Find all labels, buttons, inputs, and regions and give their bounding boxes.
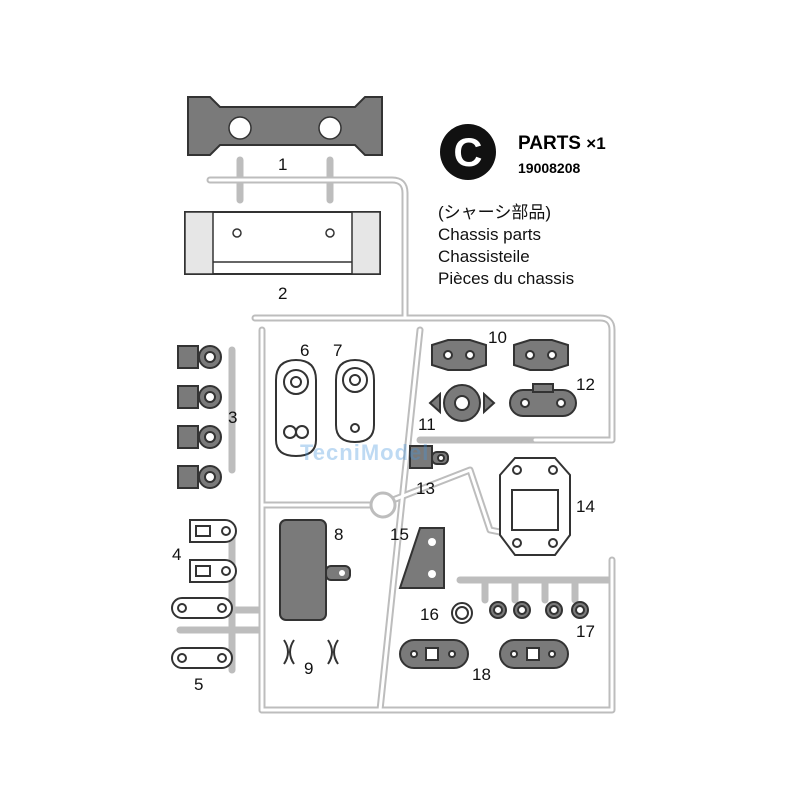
label-part-8: 8 xyxy=(334,525,343,544)
label-part-3: 3 xyxy=(228,408,237,427)
part-11 xyxy=(428,384,496,422)
part-4 xyxy=(189,519,237,583)
part-code: 19008208 xyxy=(518,160,581,176)
description-french: Pièces du chassis xyxy=(438,269,575,288)
label-part-7: 7 xyxy=(333,341,342,360)
label-part-12: 12 xyxy=(576,375,595,394)
parts-label: PARTS xyxy=(518,133,581,154)
part-16 xyxy=(451,602,473,624)
parts-heading: PARTS ×1 xyxy=(518,133,606,155)
part-13 xyxy=(409,445,449,469)
part-3 xyxy=(177,345,222,489)
parts-letter: C xyxy=(454,131,483,175)
label-part-16: 16 xyxy=(420,605,439,624)
parts-multiplier: ×1 xyxy=(586,134,606,153)
label-part-1: 1 xyxy=(278,155,287,174)
part-8 xyxy=(279,519,351,621)
part-6 xyxy=(275,358,317,458)
part-10 xyxy=(431,339,569,371)
part-12 xyxy=(509,383,577,417)
part-1 xyxy=(187,96,383,156)
label-part-4: 4 xyxy=(172,545,181,564)
part-2 xyxy=(184,211,381,275)
runner-hub xyxy=(369,491,397,519)
part-7 xyxy=(335,358,375,444)
label-part-9: 9 xyxy=(304,659,313,678)
label-part-5: 5 xyxy=(194,675,203,694)
part-5 xyxy=(171,597,233,669)
part-15 xyxy=(398,527,445,589)
label-part-10: 10 xyxy=(488,328,507,347)
parts-letter-badge: C xyxy=(440,124,496,180)
description-japanese: (シャーシ部品) xyxy=(438,203,551,222)
label-part-17: 17 xyxy=(576,622,595,641)
label-part-11: 11 xyxy=(418,415,436,434)
part-9 xyxy=(283,639,339,665)
description-english: Chassis parts xyxy=(438,225,541,244)
description-block: (シャーシ部品) Chassis parts Chassisteile Pièc… xyxy=(438,202,574,290)
description-german: Chassisteile xyxy=(438,247,530,266)
part-labels: 1 2 3 4 5 6 7 8 9 10 11 12 13 14 15 16 1… xyxy=(172,155,595,694)
part-14 xyxy=(499,457,571,556)
label-part-15: 15 xyxy=(390,525,409,544)
part-18 xyxy=(399,639,569,669)
label-part-18: 18 xyxy=(472,665,491,684)
part-17 xyxy=(489,601,589,619)
label-part-14: 14 xyxy=(576,497,595,516)
label-part-2: 2 xyxy=(278,284,287,303)
label-part-13: 13 xyxy=(416,479,435,498)
watermark: TecniModel xyxy=(300,440,430,465)
label-part-6: 6 xyxy=(300,341,309,360)
